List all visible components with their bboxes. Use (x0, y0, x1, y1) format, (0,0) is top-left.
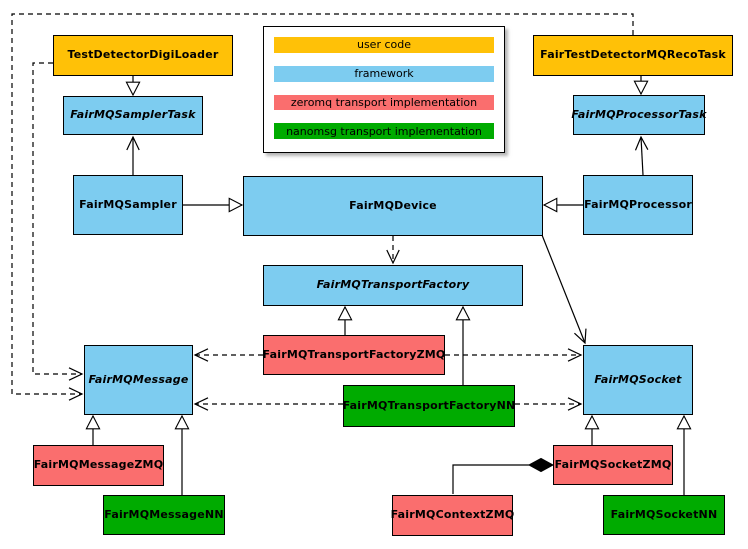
node-fairmqmessage: FairMQMessage (84, 345, 193, 415)
node-fairmqtransportfactorynn: FairMQTransportFactoryNN (343, 385, 515, 427)
legend-item-zeromq: zeromq transport implementation (274, 94, 494, 111)
node-fairmqsamplertask: FairMQSamplerTask (63, 96, 203, 135)
node-fairmqprocessor: FairMQProcessor (583, 175, 693, 235)
legend: user code framework zeromq transport imp… (263, 26, 505, 153)
node-fairmqdevice: FairMQDevice (243, 176, 543, 236)
composition-diamond-icon (527, 457, 555, 473)
node-fairmqtransportfactory: FairMQTransportFactory (263, 265, 523, 306)
node-fairmqsocketzmq: FairMQSocketZMQ (553, 445, 673, 485)
node-fairmqsocket: FairMQSocket (583, 345, 693, 415)
node-fairmqsocketnn: FairMQSocketNN (603, 495, 725, 535)
node-fairmqsampler: FairMQSampler (73, 175, 183, 235)
legend-item-user-code: user code (274, 37, 494, 53)
node-fairmqprocessortask: FairMQProcessorTask (571, 95, 706, 135)
node-testdetectordigiloader: TestDetectorDigiLoader (53, 35, 233, 76)
edge-testdetectordigiloader-to-fairmqmessage (32, 62, 84, 381)
edge-fairmqdevice-to-fairmqsocket (541, 234, 587, 345)
edge-fairmqprocessor-to-fairmqprocessortask (634, 135, 649, 176)
edge-fairtestdetectormqrecotask-to-fairmqmessage (11, 13, 634, 401)
node-fairtestdetectormqrecotask: FairTestDetectorMQRecoTask (533, 35, 733, 76)
legend-item-framework: framework (274, 65, 494, 82)
edge-fairmqsocketzmq-contains-fairmqcontextzmq (452, 457, 555, 494)
node-fairmqcontextzmq: FairMQContextZMQ (391, 495, 514, 536)
node-fairmqmessagezmq: FairMQMessageZMQ (33, 445, 164, 486)
legend-item-nanomsg: nanomsg transport implementation (274, 123, 494, 139)
node-fairmqtransportfactoryzmq: FairMQTransportFactoryZMQ (263, 335, 445, 375)
node-fairmqmessagenn: FairMQMessageNN (103, 495, 225, 535)
